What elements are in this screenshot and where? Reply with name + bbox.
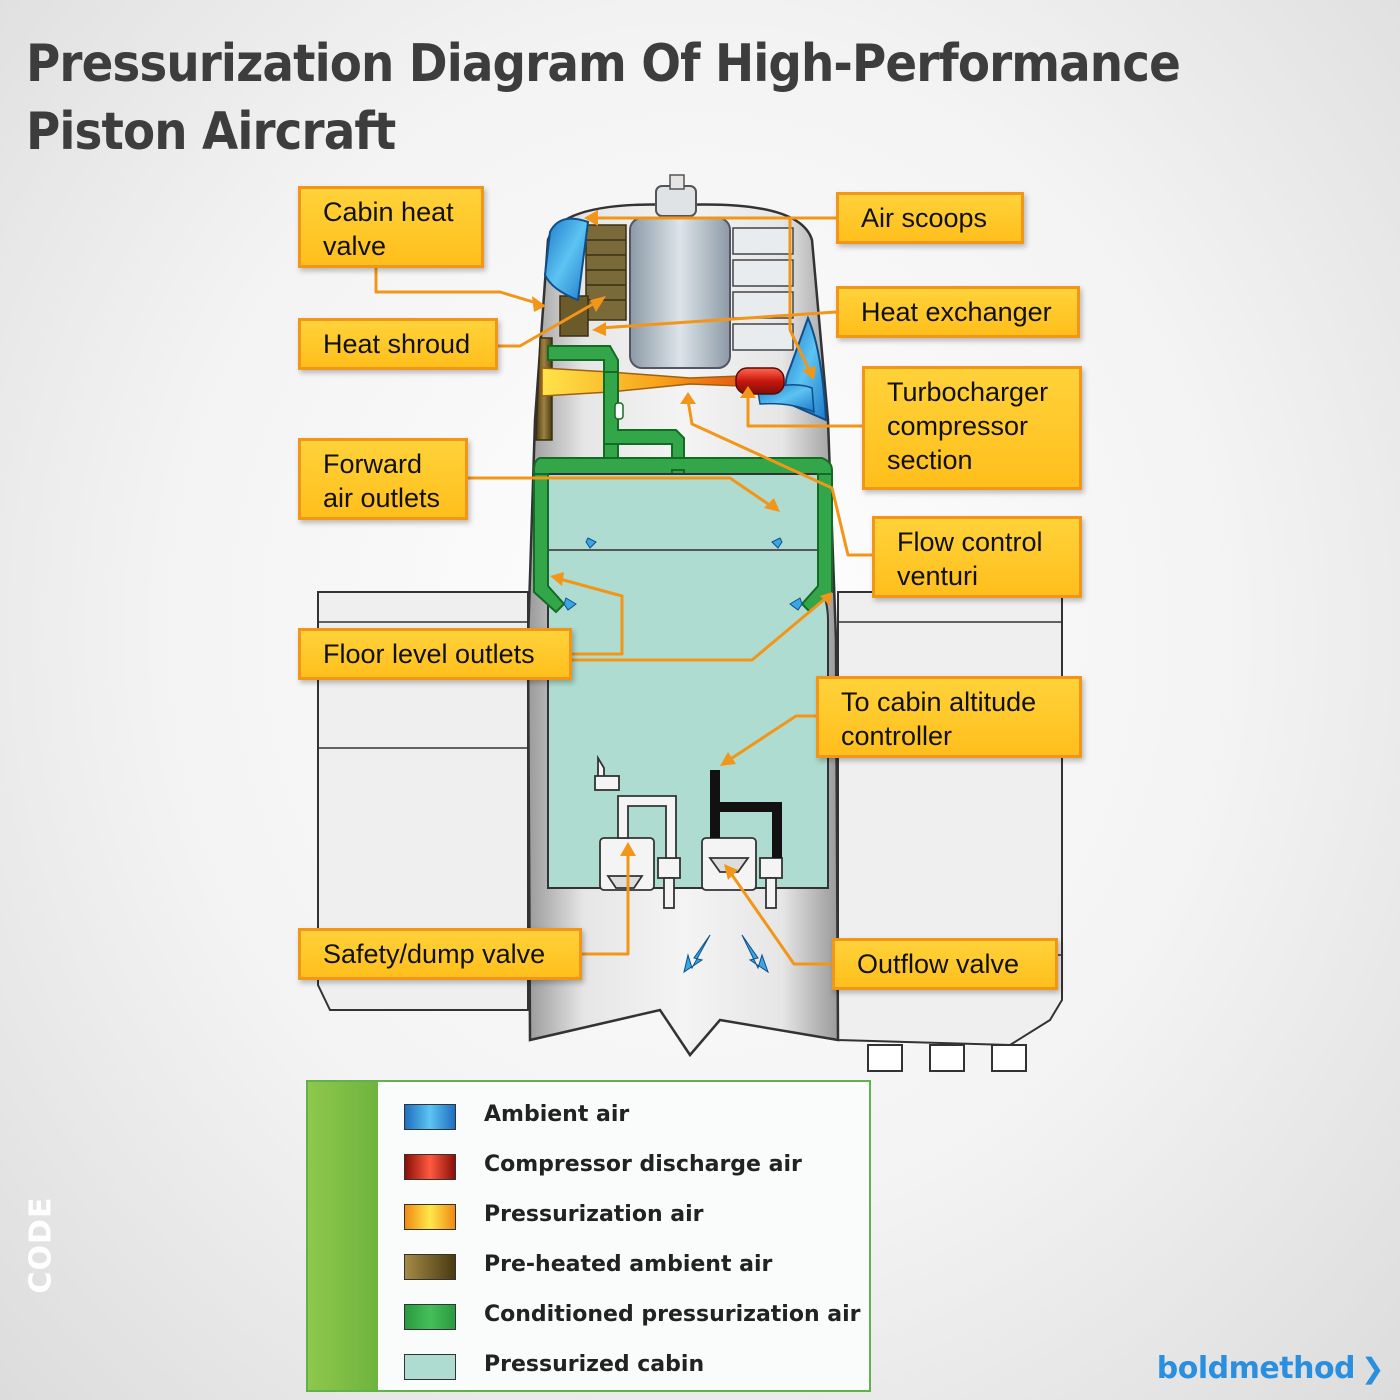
callout-floor-level-outlets: Floor level outlets — [298, 628, 572, 680]
turbocharger-compressor — [735, 367, 785, 395]
leader-arrowheads — [532, 210, 832, 880]
legend-swatch — [404, 1254, 456, 1280]
legend-swatch — [404, 1304, 456, 1330]
propeller-hub — [655, 185, 697, 217]
page-title: Pressurization Diagram Of High-Performan… — [26, 30, 1181, 166]
wing-step-boxes — [867, 1044, 1027, 1072]
legend-code-bar — [308, 1082, 378, 1390]
legend-label: Conditioned pressurization air — [484, 1302, 861, 1327]
title-line-2: Piston Aircraft — [26, 102, 396, 162]
legend-swatch — [404, 1354, 456, 1380]
leader-lines — [374, 216, 872, 966]
left-air-scoop — [543, 217, 590, 302]
outflow-valve — [701, 837, 783, 909]
legend-code-label: CODE — [23, 1196, 59, 1294]
callout-flow-control-venturi: Flow control venturi — [872, 516, 1082, 598]
title-line-1: Pressurization Diagram Of High-Performan… — [26, 34, 1181, 94]
callout-forward-air-outlets: Forward air outlets — [298, 438, 468, 520]
engine-cylinders — [732, 227, 794, 351]
callout-air-scoops: Air scoops — [836, 192, 1024, 244]
pressurized-cabin — [547, 473, 829, 889]
engine-block — [629, 217, 731, 369]
legend-swatch — [404, 1104, 456, 1130]
color-code-legend: Ambient air Compressor discharge air Pre… — [306, 1080, 871, 1392]
left-wing — [317, 591, 529, 1011]
brand-name: boldmethod — [1156, 1351, 1356, 1386]
altitude-controller-line — [710, 770, 782, 858]
legend-label: Pressurized cabin — [484, 1352, 705, 1377]
boldmethod-logo: boldmethod❯ — [1156, 1351, 1385, 1386]
legend-swatch — [404, 1154, 456, 1180]
legend-label: Pressurization air — [484, 1202, 704, 1227]
callout-heat-shroud: Heat shroud — [298, 318, 498, 370]
legend-swatch — [404, 1204, 456, 1230]
outlet-air-arrows — [563, 537, 803, 974]
callout-safety-dump-valve: Safety/dump valve — [298, 928, 582, 980]
callout-outflow-valve: Outflow valve — [832, 938, 1058, 990]
legend-label: Compressor discharge air — [484, 1152, 802, 1177]
callout-cabin-heat-valve: Cabin heat valve — [298, 186, 484, 268]
callout-turbocharger-compressor: Turbocharger compressor section — [862, 366, 1082, 490]
callout-cabin-altitude-controller: To cabin altitude controller — [816, 676, 1082, 758]
legend-label: Pre-heated ambient air — [484, 1252, 773, 1277]
chevron-right-icon: ❯ — [1361, 1352, 1384, 1385]
callout-heat-exchanger: Heat exchanger — [836, 286, 1080, 338]
legend-label: Ambient air — [484, 1102, 630, 1127]
